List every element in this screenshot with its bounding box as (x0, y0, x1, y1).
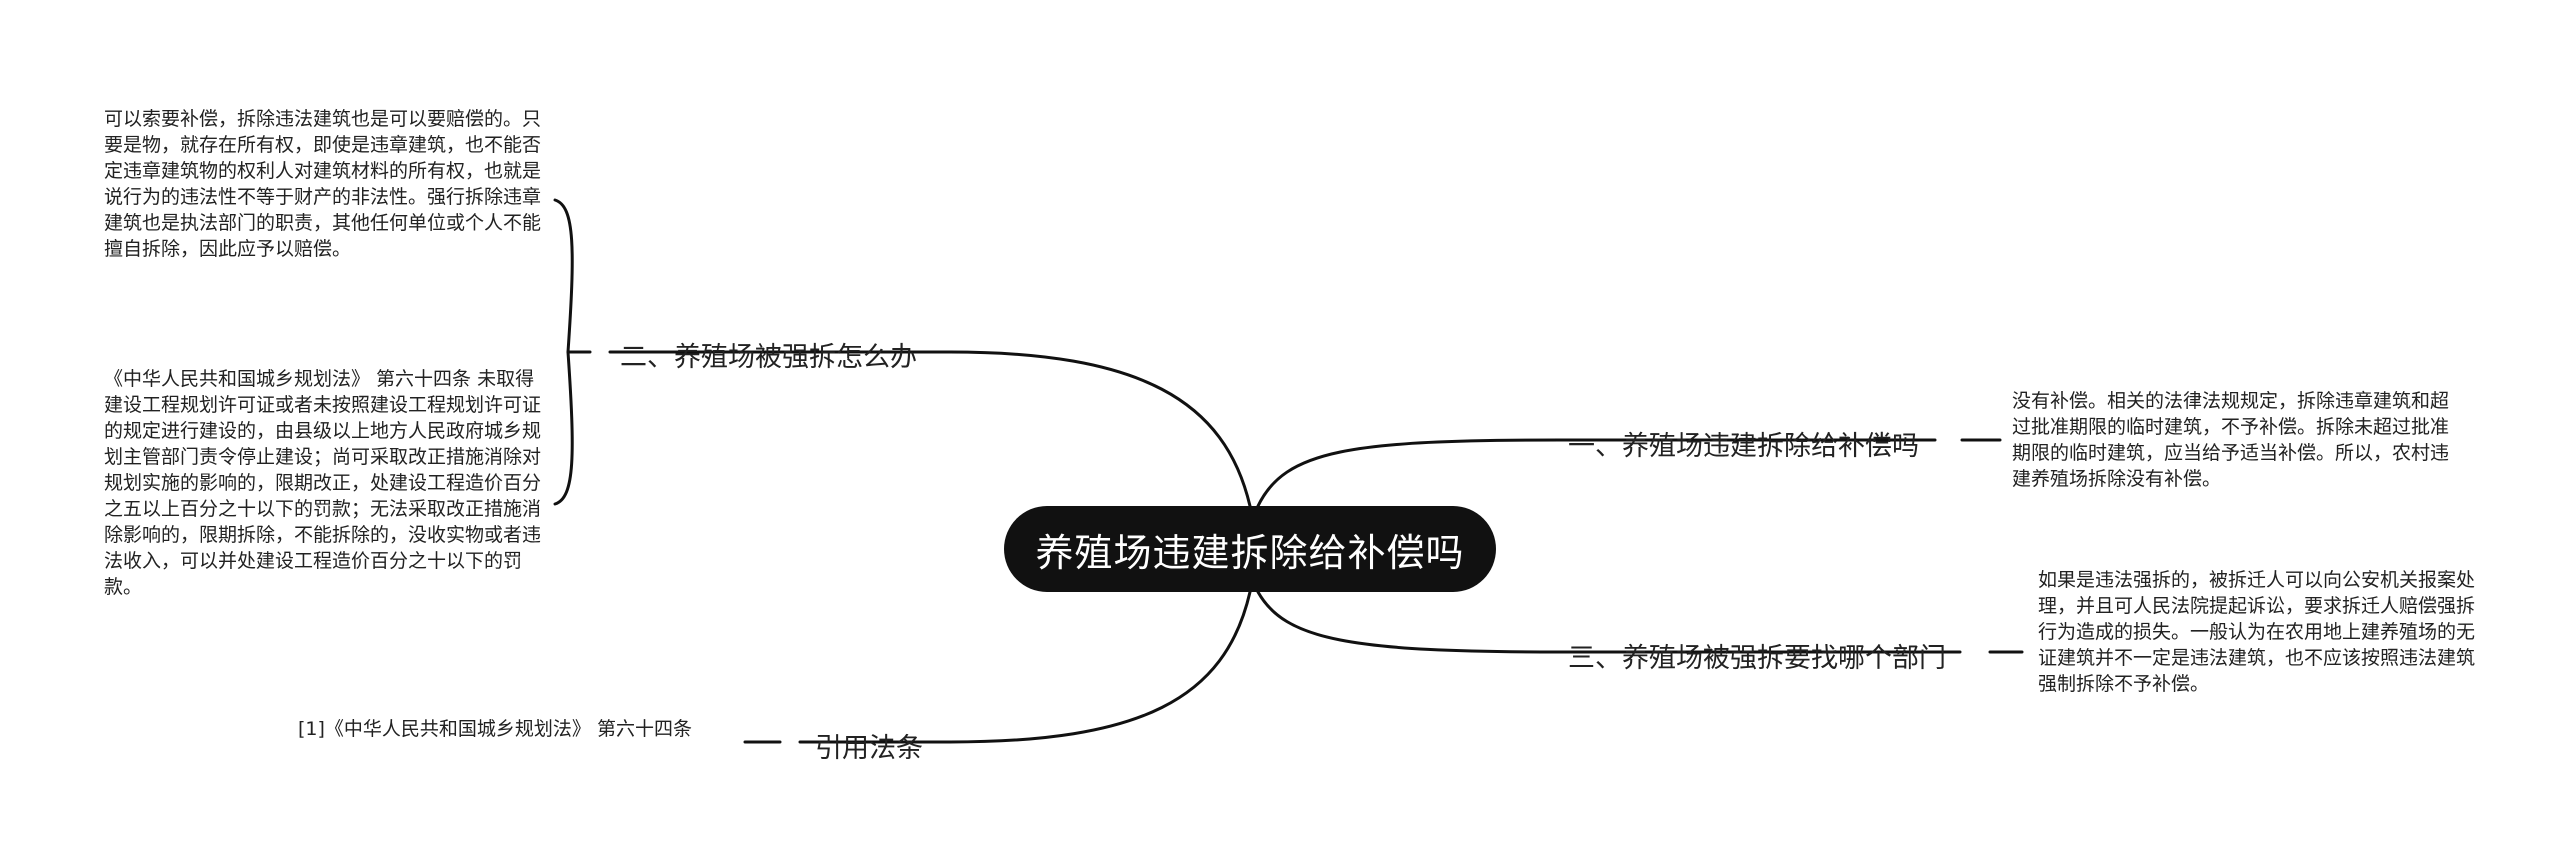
branch-3[interactable]: 三、养殖场被强拆要找哪个部门 (1568, 636, 1946, 675)
branch-4-label: 引用法条 (815, 733, 923, 764)
leaf-b4-text: [1]《中华人民共和国城乡规划法》 第六十四条 (298, 718, 692, 740)
branch-2[interactable]: 二、养殖场被强拆怎么办 (620, 335, 917, 374)
edge-root-b2 (948, 350, 1252, 508)
edge-b2-bracket (553, 198, 574, 506)
branch-1-label: 一、养殖场违建拆除给补偿吗 (1568, 431, 1919, 462)
edge-root-b3 (1256, 590, 1562, 654)
edge-root-b4 (948, 590, 1252, 744)
central-topic[interactable]: 养殖场违建拆除给补偿吗 (1004, 506, 1496, 592)
leaf-b2-text-1: 可以索要补偿，拆除违法建筑也是可以要赔偿的。只要是物，就存在所有权，即使是违章建… (104, 108, 542, 260)
branch-1[interactable]: 一、养殖场违建拆除给补偿吗 (1568, 424, 1919, 463)
leaf-b1-text: 没有补偿。相关的法律法规规定，拆除违章建筑和超过批准期限的临时建筑，不予补偿。拆… (2012, 390, 2450, 490)
branch-4[interactable]: 引用法条 (815, 726, 923, 765)
central-topic-label: 养殖场违建拆除给补偿吗 (1035, 530, 1465, 575)
branch-2-label: 二、养殖场被强拆怎么办 (620, 342, 917, 373)
leaf-b2-text-2: 《中华人民共和国城乡规划法》 第六十四条 未取得建设工程规划许可证或者未按照建设… (104, 368, 542, 598)
leaf-b3-text: 如果是违法强拆的，被拆迁人可以向公安机关报案处理，并且可人民法院提起诉讼，要求拆… (2038, 569, 2476, 695)
branch-3-label: 三、养殖场被强拆要找哪个部门 (1568, 643, 1946, 674)
edge-root-b1 (1256, 438, 1562, 508)
